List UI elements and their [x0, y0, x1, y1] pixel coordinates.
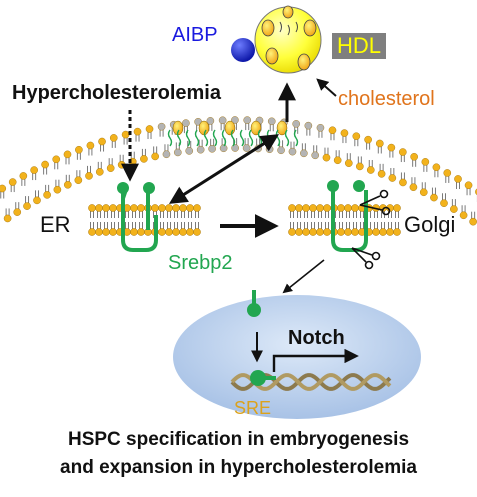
scissors-icon-lower — [351, 247, 381, 270]
caption-line-1: HSPC specification in embryogenesis — [67, 429, 410, 450]
cholesterol-label: cholesterol — [338, 88, 435, 110]
plasma-membrane — [0, 116, 477, 226]
arrow-cholesterol-pointer — [316, 78, 337, 97]
srebp2-label: Srebp2 — [168, 252, 233, 274]
er-membrane — [88, 204, 201, 236]
hdl-label: HDL — [332, 33, 387, 59]
er-label: ER — [40, 212, 71, 237]
golgi-label: Golgi — [404, 212, 456, 237]
arrow-transcription — [272, 348, 359, 372]
sre-label: SRE — [234, 398, 272, 418]
notch-label: Notch — [288, 327, 345, 349]
arrows — [121, 78, 359, 372]
srebp2-golgi-icon — [327, 180, 368, 252]
figure-caption: HSPC specification in embryogenesis and … — [0, 426, 477, 482]
cholesterol-molecule — [261, 5, 317, 71]
caption-line-2: and expansion in hypercholesterolemia — [60, 457, 417, 478]
scissors-icon-upper — [359, 189, 391, 216]
arrow-golgi-to-nucleus — [282, 259, 325, 294]
arrow-cholesterol-exchange — [168, 134, 280, 204]
hdl-particle — [254, 5, 322, 74]
srebp2-cleaved-icon — [247, 290, 276, 386]
hypercholesterolemia-label: Hypercholesterolemia — [12, 82, 221, 104]
srebp2-er-icon — [117, 182, 158, 252]
aibp-protein — [231, 38, 255, 62]
aibp-label: AIBP — [172, 24, 218, 46]
